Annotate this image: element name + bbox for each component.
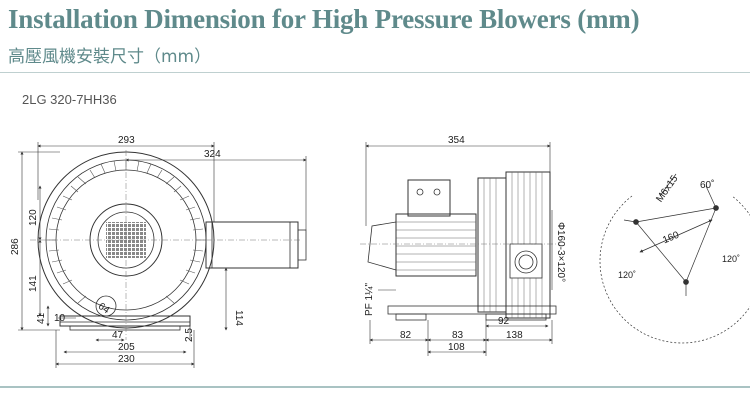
angle-120-right: 120˚ [722, 254, 740, 264]
side-dimension-labels: 354 Φ160-3×120° PF 1¼" 82 83 92 138 108 [363, 135, 566, 353]
dim-41: 41 [36, 312, 47, 324]
dim-108: 108 [448, 342, 465, 353]
page-title: Installation Dimension for High Pressure… [8, 4, 640, 34]
header-divider [0, 72, 750, 73]
dim-324: 324 [204, 149, 221, 160]
angle-120-left: 120˚ [618, 270, 636, 280]
flange-labels: M6x15 60˚ 160 120˚ 120˚ [618, 173, 740, 280]
model-number: 2LG 320-7HH36 [22, 92, 117, 107]
front-view [30, 150, 307, 340]
pipe-thread: PF 1¼" [363, 283, 375, 316]
dim-64: 64 [96, 301, 112, 317]
dim-10: 10 [54, 313, 66, 324]
dim-120: 120 [28, 209, 39, 226]
dim-205: 205 [118, 342, 135, 353]
footer-divider [0, 386, 750, 388]
dim-230: 230 [118, 354, 135, 365]
dim-286: 286 [10, 238, 21, 255]
angle-60: 60˚ [700, 179, 714, 191]
flange-spec: Φ160-3×120° [555, 222, 566, 282]
front-dimensions [18, 142, 307, 368]
dim-293: 293 [118, 135, 135, 146]
dim-114: 114 [233, 310, 244, 326]
dim-47: 47 [112, 330, 124, 341]
page-subtitle: 高壓風機安裝尺寸（mm） [8, 47, 212, 67]
dim-138: 138 [506, 330, 523, 341]
dim-2-5: 2.5 [184, 328, 195, 342]
dim-141: 141 [28, 275, 39, 292]
side-dimensions [365, 142, 553, 356]
dim-82: 82 [400, 330, 412, 341]
bolt-spec: M6x15 [654, 173, 680, 204]
dim-354: 354 [448, 135, 465, 146]
side-view [360, 171, 560, 321]
dim-160: 160 [661, 230, 681, 247]
dim-92: 92 [498, 316, 510, 327]
flange-view [599, 173, 750, 344]
dim-83: 83 [452, 330, 464, 341]
